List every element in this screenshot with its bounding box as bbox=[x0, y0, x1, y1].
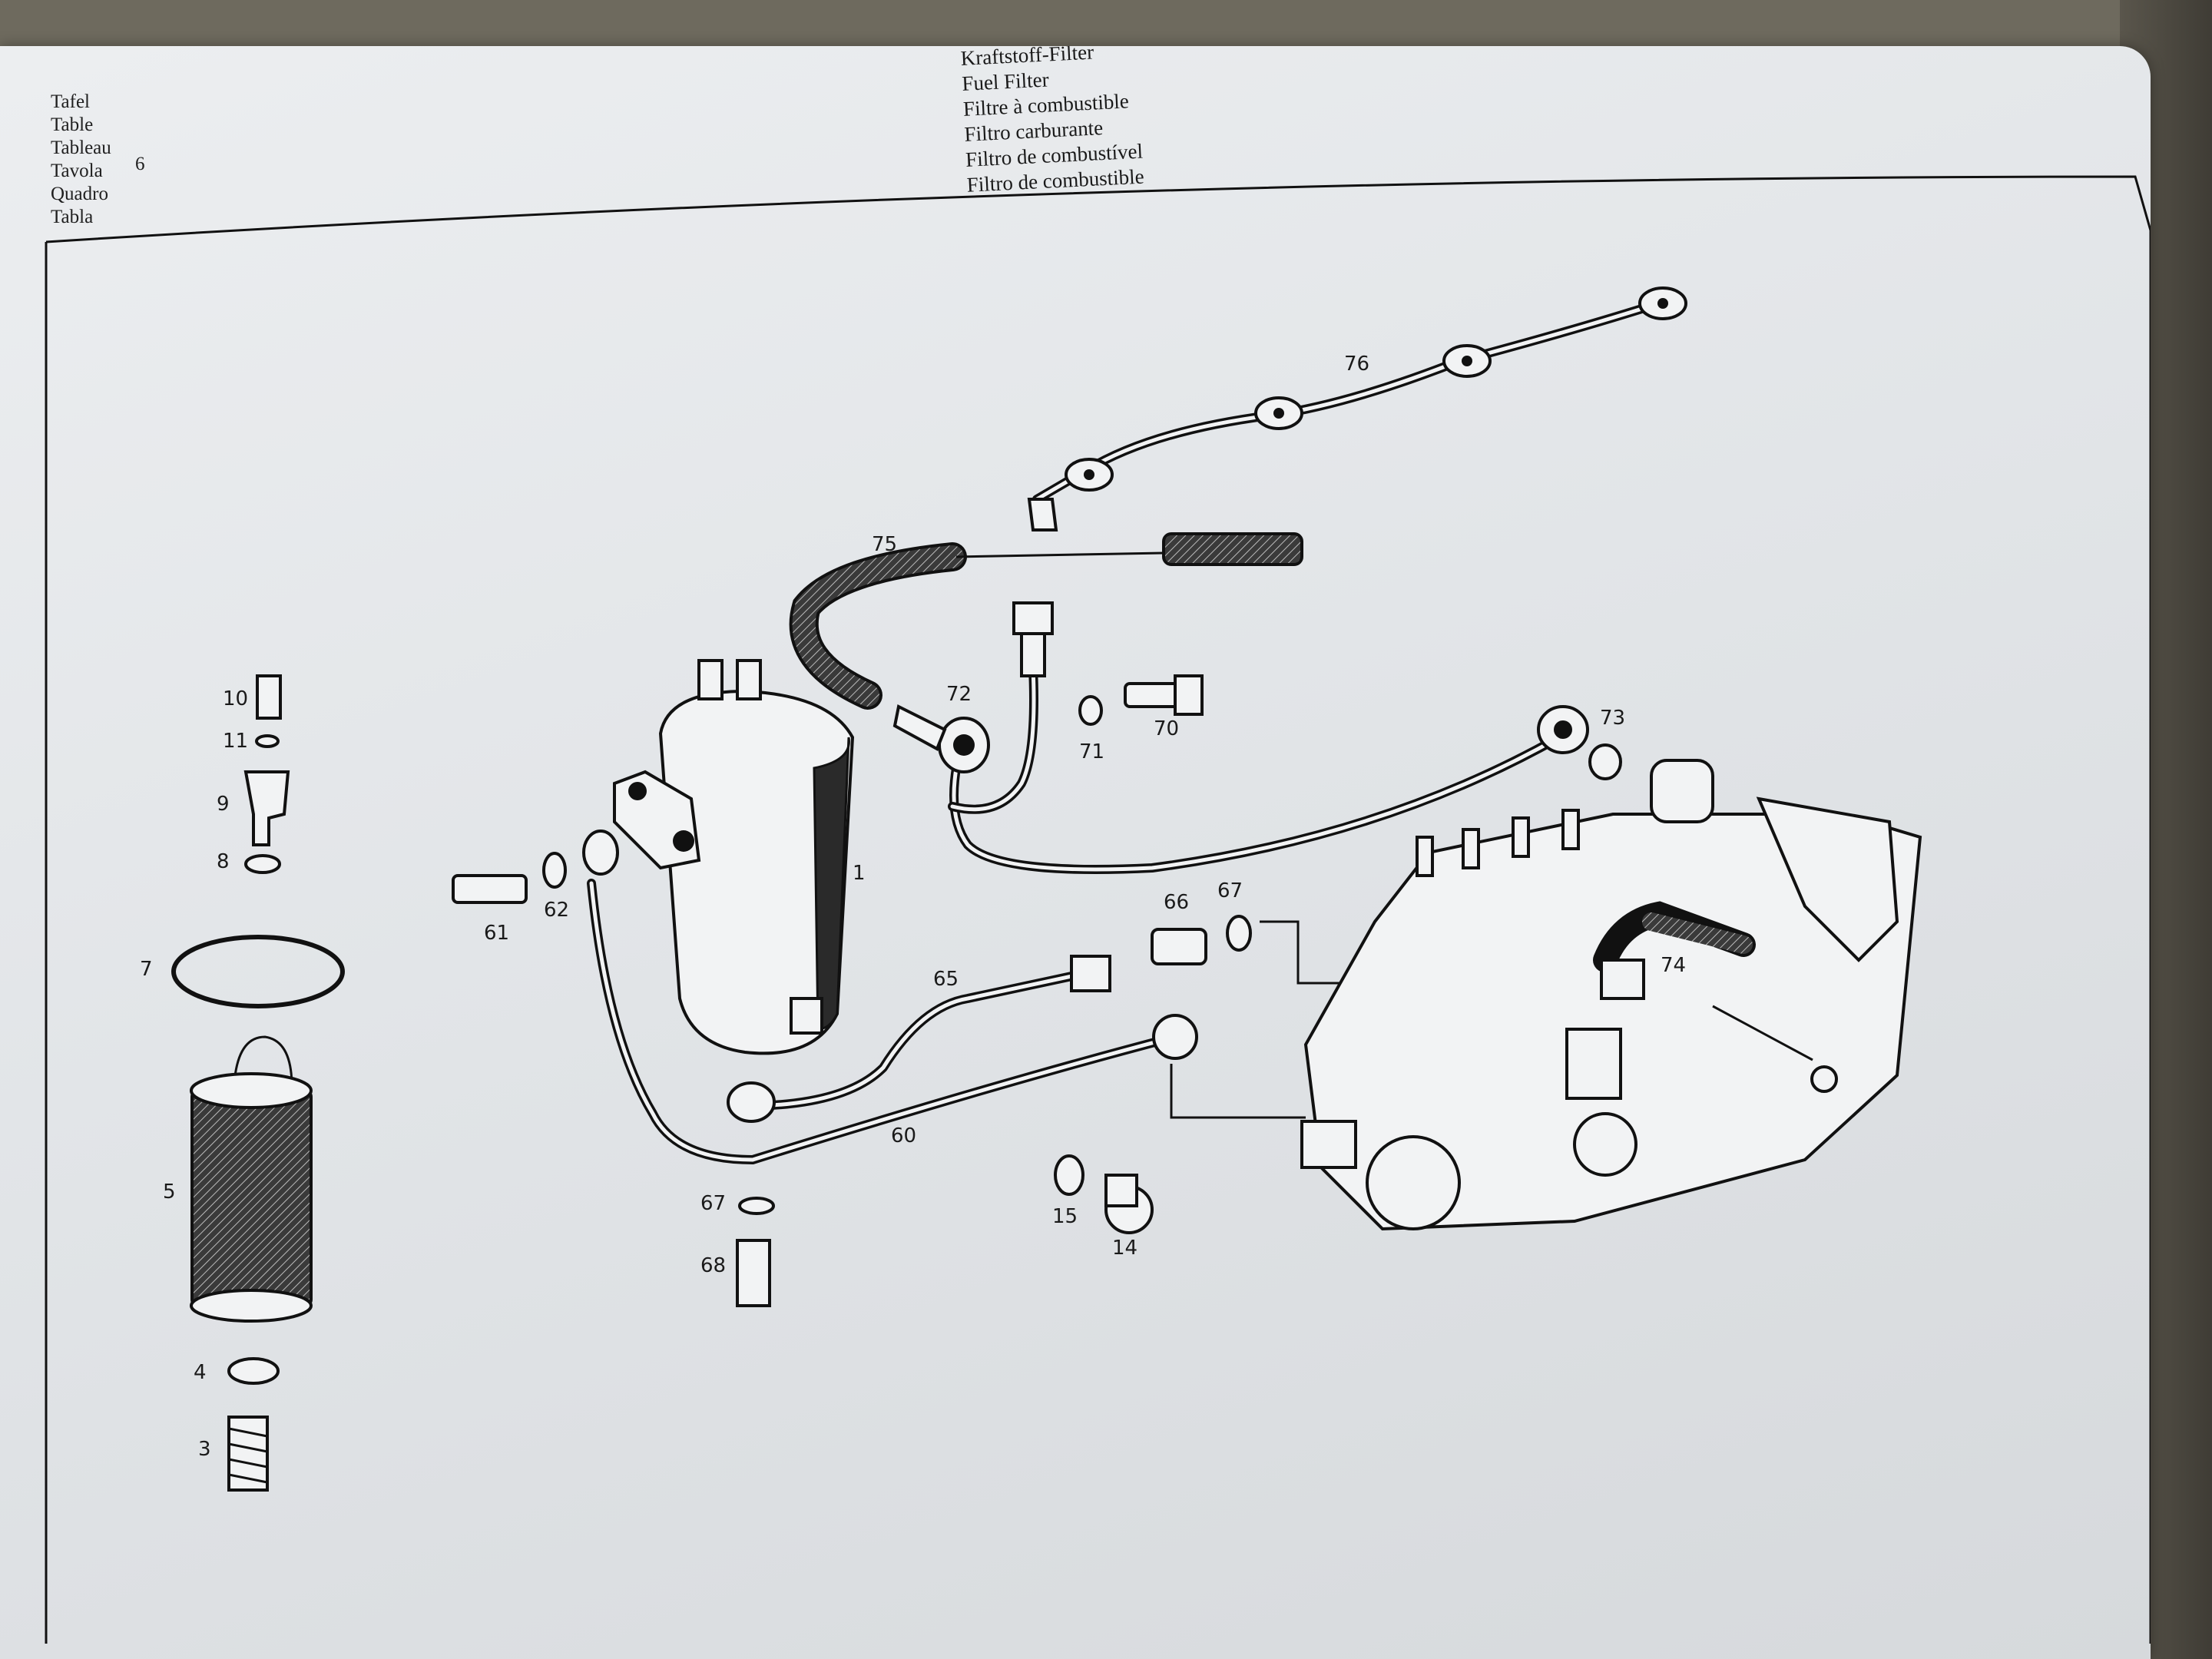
callout-75: 75 bbox=[872, 533, 897, 556]
seal-ring-67 bbox=[1226, 915, 1252, 952]
filter-element-stack bbox=[171, 674, 345, 1492]
injection-pump bbox=[1300, 759, 1922, 1231]
seal-ring-15 bbox=[1054, 1154, 1084, 1196]
callout-66: 66 bbox=[1164, 891, 1189, 914]
callout-1: 1 bbox=[853, 862, 866, 885]
banjo-line-72 bbox=[892, 601, 1589, 874]
callout-67-lower: 67 bbox=[700, 1192, 726, 1215]
callout-4: 4 bbox=[194, 1361, 207, 1384]
callout-14: 14 bbox=[1112, 1237, 1137, 1260]
header-rule bbox=[45, 175, 2151, 243]
table-label-en: Table bbox=[51, 114, 94, 135]
seal-ring-71 bbox=[1078, 695, 1103, 726]
table-label-de: Tafel bbox=[51, 91, 90, 112]
seal-ring-67-lower bbox=[738, 1197, 775, 1215]
hollow-bolt-68 bbox=[736, 1239, 771, 1307]
bolt-10 bbox=[256, 674, 282, 720]
callout-9: 9 bbox=[217, 793, 230, 816]
callout-7: 7 bbox=[140, 958, 153, 981]
seal-ring-62 bbox=[542, 852, 567, 889]
table-label-fr: Tableau bbox=[51, 137, 111, 158]
sleeve-9 bbox=[243, 770, 290, 846]
gasket-7 bbox=[171, 935, 345, 1008]
callout-15: 15 bbox=[1052, 1205, 1078, 1228]
callout-70: 70 bbox=[1154, 717, 1179, 740]
callout-10: 10 bbox=[223, 687, 248, 710]
callout-5: 5 bbox=[163, 1181, 176, 1204]
table-label-pt: Quadro bbox=[51, 184, 108, 204]
union-66 bbox=[1151, 928, 1207, 965]
table-label-es: Tabla bbox=[51, 207, 94, 227]
exploded-parts-diagram: 1 3 4 5 7 8 9 10 11 14 15 60 61 62 65 66… bbox=[45, 175, 2151, 1644]
callout-71: 71 bbox=[1079, 740, 1104, 763]
callout-61: 61 bbox=[484, 922, 509, 945]
catalog-page: Tafel Table Tableau Tavola Quadro Tabla … bbox=[0, 46, 2151, 1659]
table-number: 6 bbox=[135, 154, 145, 174]
seal-4 bbox=[227, 1357, 280, 1385]
callout-76: 76 bbox=[1344, 353, 1369, 376]
callout-8: 8 bbox=[217, 850, 230, 873]
callout-74: 74 bbox=[1661, 954, 1686, 977]
seal-ring-8 bbox=[244, 854, 281, 874]
filter-element-5 bbox=[190, 1089, 313, 1307]
filter-housing-1 bbox=[613, 659, 855, 1055]
leak-off-line-76 bbox=[1027, 286, 1687, 531]
hose-75 bbox=[789, 532, 1303, 710]
callout-73: 73 bbox=[1600, 707, 1625, 730]
callout-68: 68 bbox=[700, 1254, 726, 1277]
callout-11: 11 bbox=[223, 730, 248, 753]
callout-67: 67 bbox=[1217, 879, 1243, 902]
callout-72: 72 bbox=[946, 683, 972, 706]
table-label-it: Tavola bbox=[51, 161, 103, 181]
table-label-block: Tafel Table Tableau Tavola Quadro Tabla bbox=[51, 91, 111, 229]
fuel-lines-60-65 bbox=[582, 830, 1198, 1164]
callout-60: 60 bbox=[891, 1124, 916, 1147]
banjo-bolt-61 bbox=[452, 874, 528, 904]
callout-62: 62 bbox=[544, 899, 569, 922]
seal-ring-73 bbox=[1588, 743, 1622, 780]
washer-11 bbox=[255, 734, 280, 748]
callout-3: 3 bbox=[198, 1438, 211, 1461]
callout-65: 65 bbox=[933, 968, 959, 991]
